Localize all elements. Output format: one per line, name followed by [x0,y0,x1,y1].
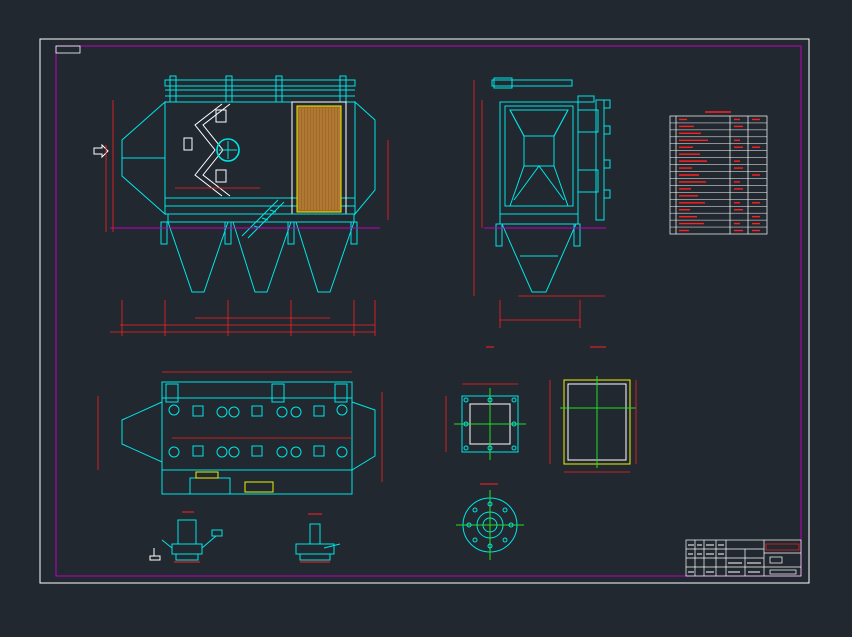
square-flange-detail [445,383,526,460]
front-elevation-view [93,75,389,336]
nozzle-detail [295,513,341,563]
drawing-frame [55,45,802,577]
title-block [685,539,802,577]
rectangular-flange-detail [549,376,637,473]
parts-list-rows [670,118,767,232]
title-block-entries [688,544,761,573]
side-elevation-view [473,77,611,348]
corner-tag [55,45,81,54]
plan-view [97,371,383,495]
discharge-valve-detail [149,511,223,563]
parts-list-table [669,115,768,235]
sheet-border [39,38,810,584]
round-flange-detail [456,483,524,560]
